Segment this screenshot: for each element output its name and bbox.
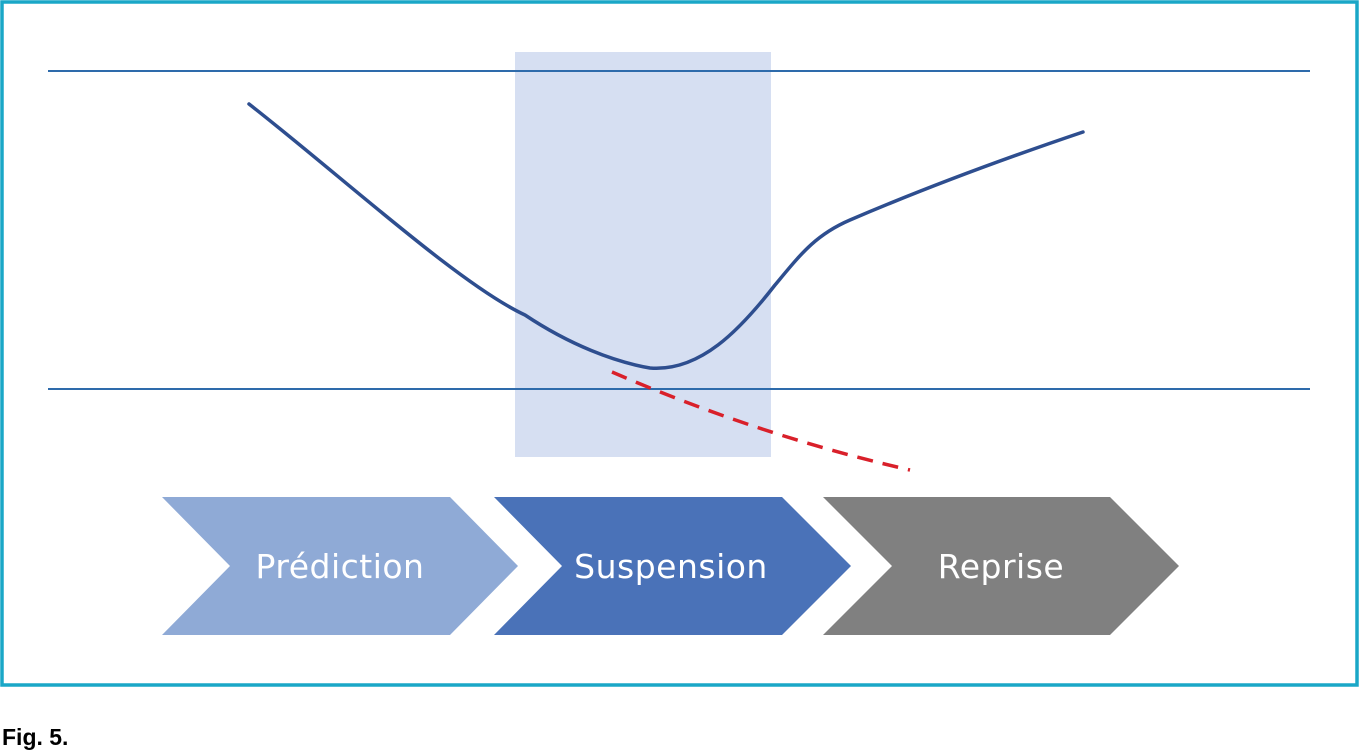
step-suspension: Suspension (494, 497, 851, 635)
step-suspension-shape (494, 497, 851, 635)
projected-curve (611, 370, 911, 472)
step-suspension-label: Suspension (574, 547, 768, 586)
step-prediction: Prédiction (162, 497, 518, 635)
figure-caption: Fig. 5. (2, 724, 69, 750)
step-prediction-label: Prédiction (256, 547, 425, 586)
main-curve (247, 102, 1085, 370)
step-reprise: Reprise (823, 497, 1179, 635)
suspension-band (515, 52, 771, 457)
step-prediction-shape (162, 497, 518, 635)
step-reprise-shape (823, 497, 1179, 635)
step-reprise-label: Reprise (938, 547, 1064, 586)
figure-frame: Prédiction Suspension Reprise (0, 0, 1359, 687)
figure-diagram: Prédiction Suspension Reprise (0, 0, 1359, 687)
frame-border (0, 0, 1359, 687)
